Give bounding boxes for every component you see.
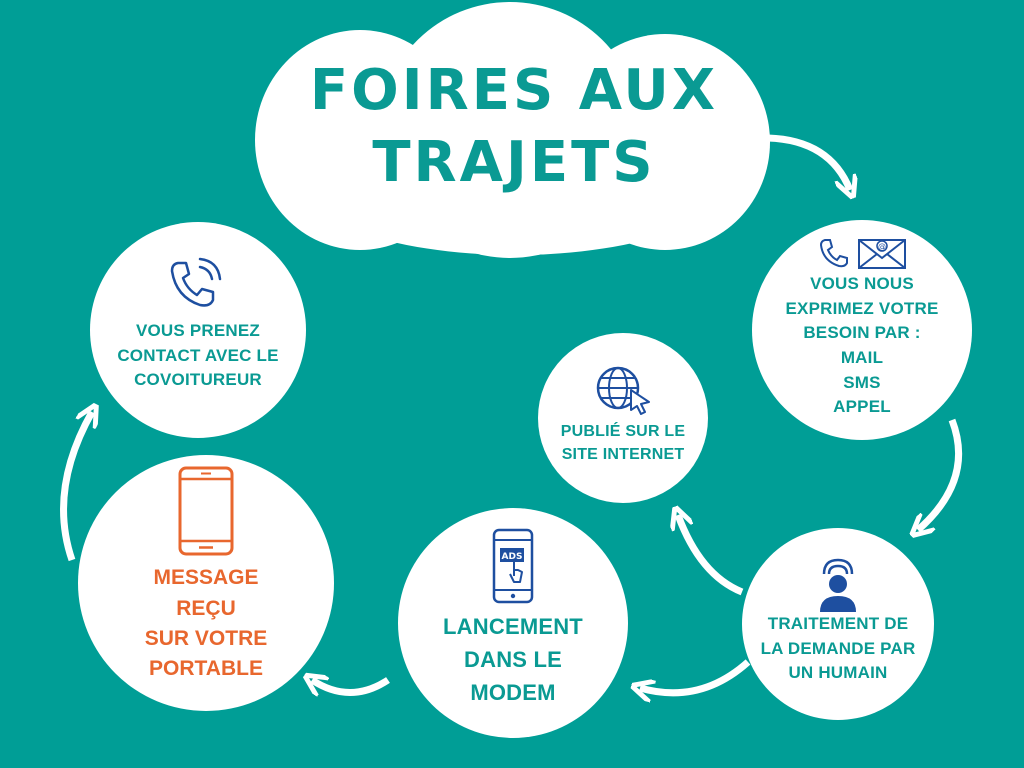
smartphone-icon: [178, 466, 234, 556]
arrow-launch-to-message: [312, 680, 390, 693]
globe-cursor-icon: [596, 366, 650, 415]
step-launch-modem: ADS LANCEMENT DANS LE MODEM: [398, 508, 628, 738]
message-line-4: PORTABLE: [149, 657, 263, 681]
published-line-2: SITE INTERNET: [561, 446, 685, 463]
express-line-1: VOUS NOUS: [810, 274, 914, 294]
step-express-need: @ VOUS NOUS EXPRIMEZ VOTRE BESOIN PAR : …: [752, 220, 972, 440]
express-line-5: SMS: [843, 372, 881, 392]
launch-line-2: DANS LE: [464, 646, 562, 672]
message-line-2: REÇU: [176, 596, 236, 620]
step-published-website: PUBLIÉ SUR LE SITE INTERNET: [538, 333, 708, 503]
contact-line-2: CONTACT AVEC LE: [117, 345, 279, 365]
contact-line-1: VOUS PRENEZ: [135, 321, 261, 341]
treatment-line-1: TRAITEMENT DE: [767, 614, 909, 634]
message-line-3: SUR VOTRE: [144, 627, 268, 650]
page-title: FOIRES AUX TRAJETS: [258, 55, 770, 199]
phone-icon: [819, 239, 848, 268]
step-human-treatment: TRAITEMENT DE LA DEMANDE PAR UN HUMAIN: [742, 528, 934, 720]
express-line-2: EXPRIMEZ VOTRE: [785, 298, 939, 318]
title-line-1: FOIRES AUX: [309, 58, 719, 123]
step-message-received: MESSAGE REÇU SUR VOTRE PORTABLE: [78, 455, 334, 711]
human-operator-icon: [820, 558, 856, 613]
email-icon: @: [858, 239, 906, 270]
mobile-ads-icon: ADS: [492, 528, 534, 603]
express-line-6: APPEL: [833, 397, 891, 417]
arrow-title-to-express: [767, 134, 850, 190]
arrow-message-to-contact: [60, 412, 92, 562]
svg-text:@: @: [878, 242, 886, 251]
message-line-1: MESSAGE: [153, 566, 259, 590]
phone-calling-icon: [170, 257, 222, 307]
express-line-4: MAIL: [840, 348, 884, 367]
arrow-treatment-to-launch: [640, 659, 751, 693]
launch-line-3: MODEM: [470, 679, 556, 705]
express-line-3: BESOIN PAR :: [803, 323, 921, 343]
treatment-line-2: LA DEMANDE PAR: [760, 638, 916, 658]
step-contact-carpooler: VOUS PRENEZ CONTACT AVEC LE COVOITUREUR: [90, 222, 306, 438]
svg-text:ADS: ADS: [502, 552, 523, 562]
published-line-1: PUBLIÉ SUR LE: [560, 422, 686, 440]
treatment-line-3: UN HUMAIN: [788, 663, 888, 683]
launch-line-1: LANCEMENT: [443, 613, 583, 639]
arrow-treatment-to-published: [678, 515, 744, 596]
arrow-express-to-treatment: [918, 418, 962, 530]
contact-line-3: COVOITUREUR: [134, 370, 262, 390]
title-line-2: TRAJETS: [372, 130, 656, 195]
